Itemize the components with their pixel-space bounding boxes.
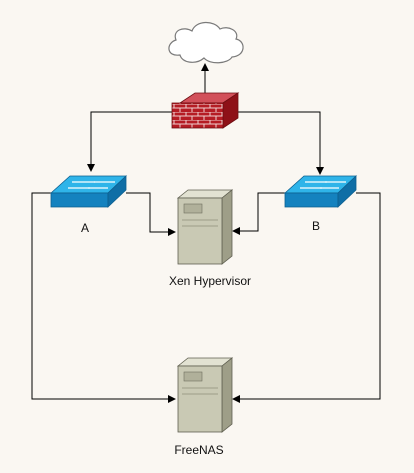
edge-switch-b-xen [232,192,285,235]
xen-server-icon [176,189,234,265]
edge-firewall-switch-a [87,111,180,172]
edge-switch-a-xen [126,192,176,236]
edge-switch-b-freenas [232,192,381,403]
cloud-icon [168,21,244,64]
connections [31,63,381,403]
freenas-server-icon [176,357,234,433]
switch-a-label: A [80,221,90,235]
edge-firewall-switch-b [235,111,324,175]
firewall-icon [171,92,240,129]
xen-hypervisor-label: Xen Hypervisor [168,274,252,288]
freenas-label: FreeNAS [174,443,224,457]
switch-b-label: B [311,219,321,233]
switch-a-icon [49,175,128,208]
switch-b-icon [283,175,358,208]
edge-switch-a-freenas [31,192,176,403]
